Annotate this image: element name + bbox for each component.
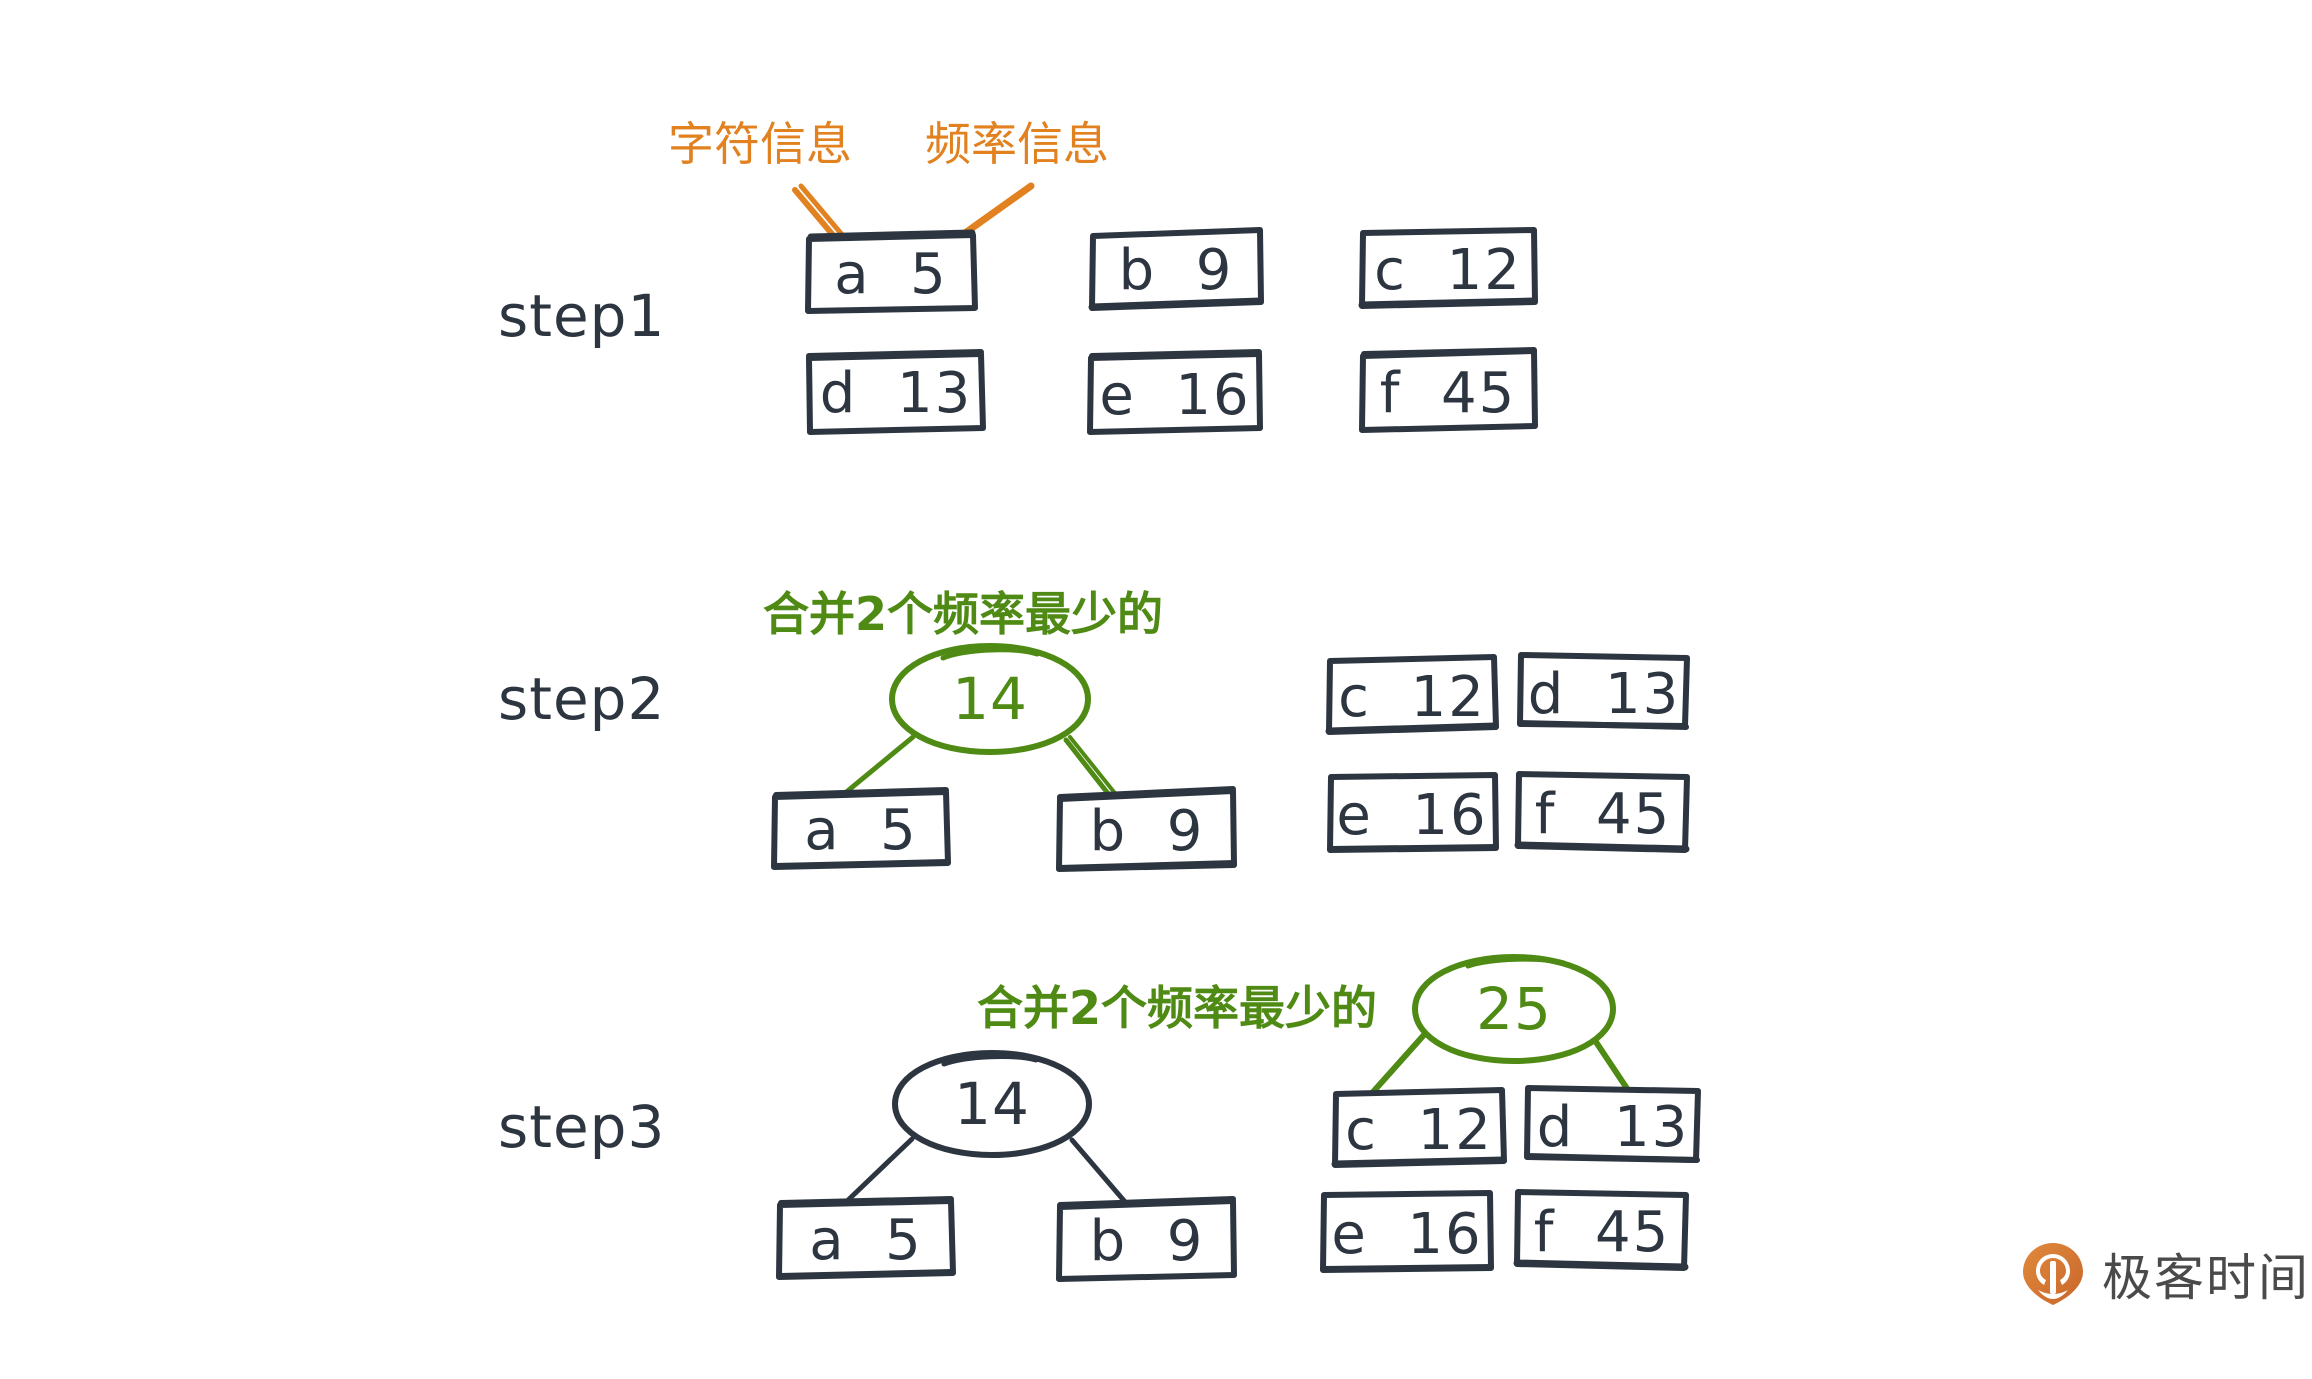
node-label: b 9: [1118, 237, 1234, 303]
ellipse-node-25-step3: 25: [1408, 952, 1620, 1066]
node-box-c-step2: c 12: [1325, 653, 1499, 737]
ellipse-label: 14: [952, 665, 1028, 733]
box-outline: [1088, 227, 1264, 311]
annotation-merge-step3: 合并2个频率最少的: [977, 981, 1378, 1035]
node-label: e 16: [1331, 1201, 1483, 1267]
node-label: d 13: [1527, 661, 1681, 727]
annotation-merge-step2: 合并2个频率最少的: [763, 587, 1164, 641]
node-label: c 12: [1338, 664, 1486, 730]
node-box-a-step3: a 5: [775, 1195, 957, 1281]
node-box-c-step3: c 12: [1330, 1085, 1508, 1171]
node-label: c 12: [1345, 1097, 1493, 1163]
node-box-b-step2: b 9: [1055, 785, 1239, 873]
node-box-e-step3: e 16: [1318, 1188, 1496, 1276]
brand-logo: 极客时间: [2020, 1238, 2310, 1310]
node-box-e-step1: e 16: [1086, 349, 1264, 436]
step-label-1: step1: [498, 282, 666, 350]
node-label: a 5: [809, 1207, 923, 1273]
geekbang-pin-icon: [2020, 1241, 2086, 1307]
box-outline: [1087, 349, 1263, 435]
node-box-c-step1: c 12: [1357, 226, 1539, 310]
node-box-b-step3: b 9: [1055, 1195, 1239, 1283]
box-outline: [805, 229, 978, 314]
box-outline: [1320, 1190, 1494, 1273]
node-label: a 5: [804, 797, 918, 863]
ellipse-outline: [1411, 953, 1617, 1065]
box-outline: [1513, 1189, 1689, 1271]
ellipse-outline: [888, 642, 1092, 756]
box-outline: [1514, 771, 1690, 853]
node-label: f 45: [1534, 781, 1672, 847]
node-label: e 16: [1336, 782, 1488, 848]
box-outline: [1359, 347, 1538, 433]
step-label-2: step2: [498, 665, 666, 733]
box-outline: [1524, 1085, 1701, 1163]
node-label: e 16: [1099, 362, 1251, 428]
box-outline: [1325, 654, 1499, 735]
ellipse-outline: [891, 1049, 1093, 1159]
node-label: f 45: [1533, 1199, 1671, 1265]
annotation-char-info: 字符信息: [668, 117, 852, 171]
node-label: d 13: [819, 360, 973, 426]
node-box-f-step3: f 45: [1512, 1186, 1692, 1274]
annotation-freq-info: 频率信息: [925, 117, 1109, 171]
ellipse-label: 25: [1476, 975, 1552, 1043]
ellipse-node-14-step2: 14: [885, 640, 1095, 758]
logo-text: 极客时间: [2102, 1249, 2310, 1307]
node-box-f-step2: f 45: [1513, 768, 1693, 856]
node-box-f-step1: f 45: [1357, 347, 1539, 434]
box-outline: [776, 1196, 956, 1280]
node-box-d-step2: d 13: [1515, 650, 1693, 734]
node-label: d 13: [1536, 1094, 1690, 1160]
node-label: f 45: [1379, 360, 1517, 426]
node-label: c 12: [1374, 237, 1522, 303]
node-box-d-step1: d 13: [805, 348, 987, 435]
node-label: b 9: [1089, 798, 1205, 864]
box-outline: [1331, 1087, 1507, 1168]
ellipse-node-14-step3: 14: [888, 1048, 1096, 1160]
box-outline: [1358, 227, 1538, 309]
node-box-d-step3: d 13: [1522, 1082, 1704, 1168]
box-outline: [1056, 1196, 1237, 1282]
node-box-e-step2: e 16: [1325, 770, 1499, 856]
step-label-3: step3: [498, 1093, 666, 1161]
box-outline: [1327, 772, 1499, 853]
box-outline: [806, 349, 986, 435]
box-outline: [1056, 786, 1237, 872]
node-label: b 9: [1089, 1208, 1205, 1274]
node-box-a-step1: a 5: [805, 229, 978, 314]
node-label: a 5: [834, 241, 948, 307]
node-box-a-step2: a 5: [770, 785, 952, 871]
box-outline: [771, 787, 951, 870]
box-outline: [1517, 652, 1690, 730]
node-box-b-step1: b 9: [1088, 226, 1264, 311]
ellipse-label: 14: [954, 1070, 1030, 1138]
